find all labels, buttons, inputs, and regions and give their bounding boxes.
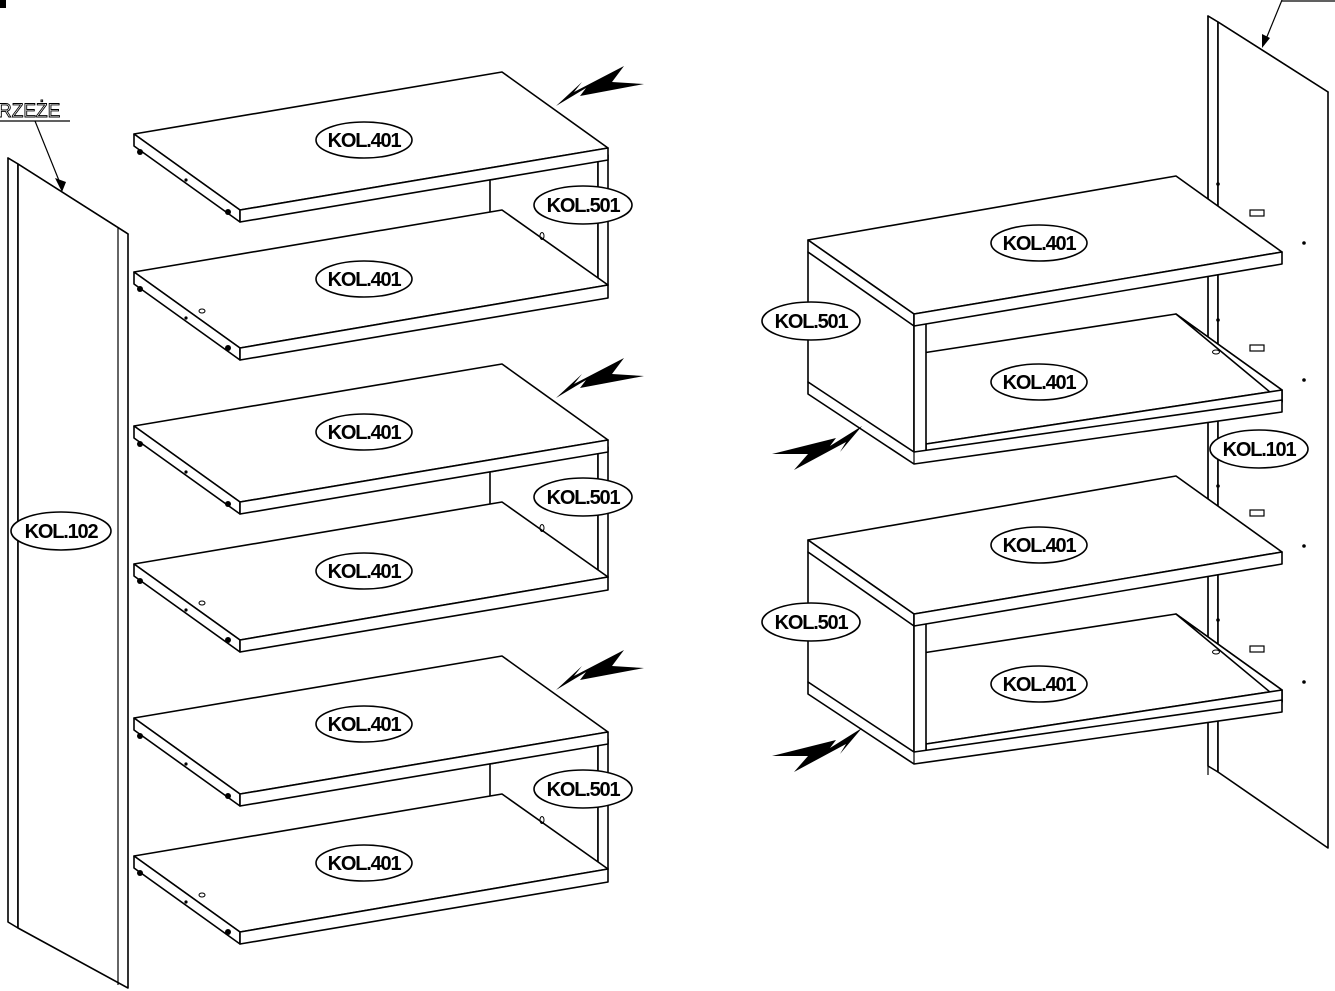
- svg-text:KOL.401: KOL.401: [328, 269, 402, 291]
- svg-text:KOL.401: KOL.401: [328, 853, 402, 875]
- edge-note: RZEŻE: [0, 101, 70, 192]
- label-kol-101: KOL.101: [1209, 429, 1309, 469]
- label-kol-501: KOL.501: [761, 602, 861, 642]
- label-kol-102: KOL.102: [10, 511, 112, 551]
- label-kol-401: KOL.401: [315, 260, 413, 298]
- arrow-icon: [772, 426, 862, 470]
- corner-mark: [0, 0, 6, 8]
- label-kol-501: KOL.501: [533, 769, 633, 809]
- svg-text:KOL.401: KOL.401: [1003, 674, 1077, 696]
- label-kol-401: KOL.401: [990, 526, 1088, 564]
- svg-text:KOL.401: KOL.401: [328, 130, 402, 152]
- label-kol-401: KOL.401: [990, 224, 1088, 262]
- part-labels: KOL.102 KOL.101 KOL.401 KOL.401 KOL.401 …: [10, 121, 1309, 882]
- svg-text:KOL.401: KOL.401: [1003, 535, 1077, 557]
- label-kol-401: KOL.401: [315, 844, 413, 882]
- left-unit-2: [133, 363, 609, 653]
- label-kol-401: KOL.401: [315, 121, 413, 159]
- left-unit-1: [133, 71, 609, 361]
- svg-text:KOL.501: KOL.501: [547, 487, 621, 509]
- arrow-icon: [556, 358, 644, 398]
- svg-text:KOL.401: KOL.401: [328, 422, 402, 444]
- left-side-panel: [7, 157, 129, 989]
- svg-text:KOL.401: KOL.401: [328, 561, 402, 583]
- svg-text:KOL.401: KOL.401: [1003, 233, 1077, 255]
- left-unit-3: [133, 655, 609, 945]
- label-kol-501: KOL.501: [533, 185, 633, 225]
- svg-text:KOL.501: KOL.501: [775, 612, 849, 634]
- svg-text:KOL.501: KOL.501: [775, 311, 849, 333]
- svg-text:KOL.401: KOL.401: [1003, 372, 1077, 394]
- svg-text:KOL.401: KOL.401: [328, 714, 402, 736]
- arrow-icon: [556, 66, 644, 106]
- label-kol-401: KOL.401: [315, 705, 413, 743]
- right-side-panel: [1207, 0, 1335, 849]
- label-kol-501: KOL.501: [533, 477, 633, 517]
- label-kol-501: KOL.501: [761, 301, 861, 341]
- svg-text:KOL.102: KOL.102: [25, 521, 99, 543]
- svg-text:KOL.501: KOL.501: [547, 779, 621, 801]
- arrow-icon: [556, 650, 644, 690]
- label-kol-401: KOL.401: [315, 413, 413, 451]
- label-kol-401: KOL.401: [990, 363, 1088, 401]
- svg-text:KOL.501: KOL.501: [547, 195, 621, 217]
- svg-text:KOL.101: KOL.101: [1223, 439, 1297, 461]
- label-kol-401: KOL.401: [315, 552, 413, 590]
- arrow-icon: [772, 728, 862, 772]
- label-kol-401: KOL.401: [990, 665, 1088, 703]
- edge-note-text: RZEŻE: [0, 101, 60, 122]
